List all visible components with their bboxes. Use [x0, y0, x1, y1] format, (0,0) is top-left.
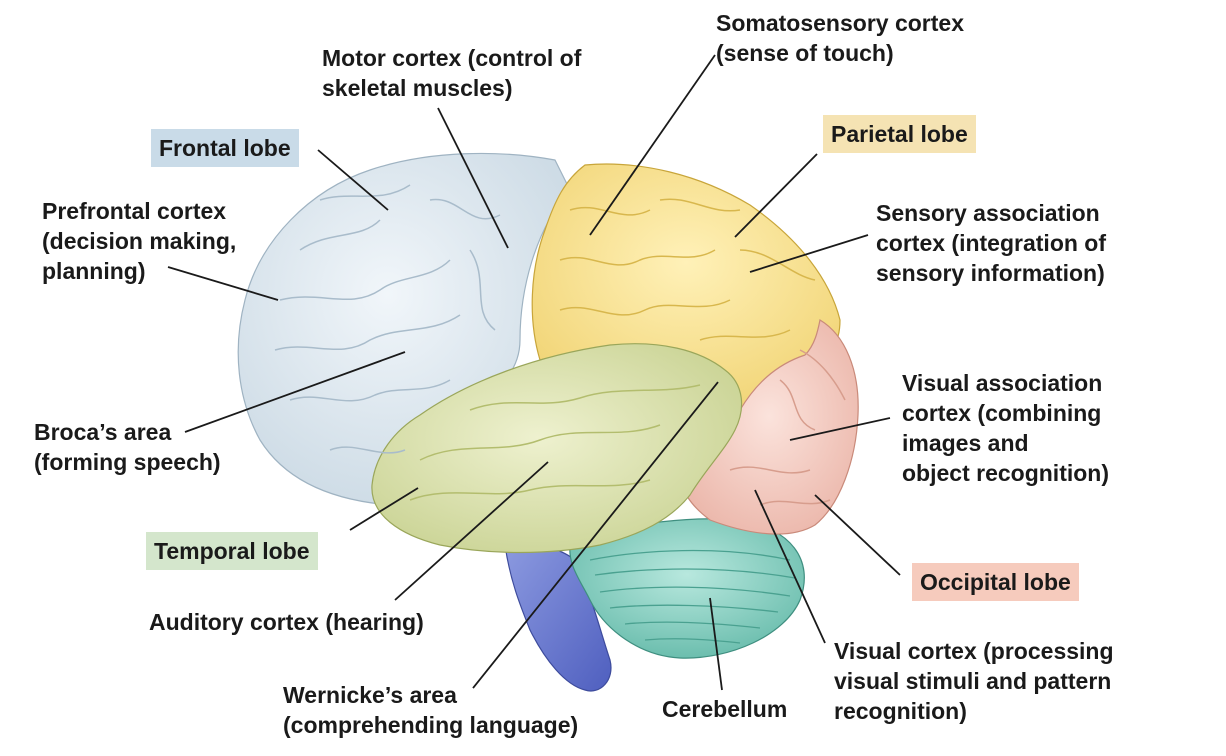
somatosensory-label: Somatosensory cortex (sense of touch): [716, 8, 964, 68]
parietal-folds: [559, 198, 816, 341]
parietal-lobe-tag: Parietal lobe: [823, 115, 976, 153]
visual-cortex-label-line: recognition): [834, 698, 967, 724]
occipital-lobe-tag: Occipital lobe: [912, 563, 1079, 601]
leader-temporal: [349, 487, 419, 531]
motor-cortex-label-line: skeletal muscles): [322, 75, 513, 101]
wernickes-area-label: Wernicke’s area (comprehending language): [283, 680, 578, 740]
motor-cortex-label: Motor cortex (control of skeletal muscle…: [322, 43, 581, 103]
wernicke-label-line: (comprehending language): [283, 712, 579, 738]
somatosensory-label-line: (sense of touch): [716, 40, 894, 66]
prefrontal-cortex-label: Prefrontal cortex (decision making, plan…: [42, 196, 236, 286]
auditory-cortex-label: Auditory cortex (hearing): [149, 607, 424, 637]
leader-parietal: [734, 153, 818, 238]
cerebellum-label: Cerebellum: [662, 694, 787, 724]
temporal-lobe-tag: Temporal lobe: [146, 532, 318, 570]
sensory-assoc-label-line: sensory information): [876, 260, 1105, 286]
broca-label-line: Broca’s area: [34, 419, 172, 445]
leader-broca: [184, 351, 406, 433]
leader-prefrontal: [167, 266, 279, 301]
leader-cerebellum: [709, 597, 723, 691]
prefrontal-label-line: planning): [42, 258, 146, 284]
visual-association-label: Visual association cortex (combining ima…: [902, 368, 1109, 488]
leader-sensory-assoc: [749, 234, 869, 273]
cerebellum-label-line: Cerebellum: [662, 696, 788, 722]
leader-motor: [437, 107, 509, 249]
frontal-lobe-tag: Frontal lobe: [151, 129, 299, 167]
leader-frontal: [317, 149, 389, 211]
leader-visual-cortex: [754, 489, 826, 644]
visual-cortex-label-line: visual stimuli and pattern: [834, 668, 1112, 694]
leader-visual-assoc: [789, 417, 891, 441]
frontal-folds: [274, 184, 501, 454]
visual-assoc-label-line: object recognition): [902, 460, 1109, 486]
temporal-folds: [409, 384, 701, 501]
leader-wernicke: [472, 381, 719, 689]
visual-assoc-label-line: Visual association: [902, 370, 1103, 396]
visual-assoc-label-line: cortex (combining: [902, 400, 1102, 426]
occipital-lobe-region: [679, 319, 859, 535]
visual-assoc-label-line: images and: [902, 430, 1029, 456]
cerebellum-folds: [589, 549, 796, 644]
leader-lines: [167, 54, 901, 691]
prefrontal-label-line: (decision making,: [42, 228, 237, 254]
frontal-lobe-region: [237, 152, 571, 506]
sensory-assoc-label-line: Sensory association: [876, 200, 1100, 226]
brocas-area-label: Broca’s area (forming speech): [34, 417, 221, 477]
prefrontal-label-line: Prefrontal cortex: [42, 198, 227, 224]
somatosensory-label-line: Somatosensory cortex: [716, 10, 964, 36]
auditory-label-line: Auditory cortex (hearing): [149, 609, 424, 635]
temporal-lobe-region: [371, 343, 743, 554]
sensory-assoc-label-line: cortex (integration of: [876, 230, 1107, 256]
wernicke-label-line: Wernicke’s area: [283, 682, 457, 708]
visual-cortex-label-line: Visual cortex (processing: [834, 638, 1114, 664]
leader-auditory: [394, 461, 549, 601]
motor-cortex-label-line: Motor cortex (control of: [322, 45, 582, 71]
occipital-folds: [729, 349, 846, 506]
leader-somatosensory: [589, 54, 716, 236]
broca-label-line: (forming speech): [34, 449, 221, 475]
sensory-association-label: Sensory association cortex (integration …: [876, 198, 1106, 288]
leader-occipital: [814, 494, 901, 576]
visual-cortex-label: Visual cortex (processing visual stimuli…: [834, 636, 1114, 726]
